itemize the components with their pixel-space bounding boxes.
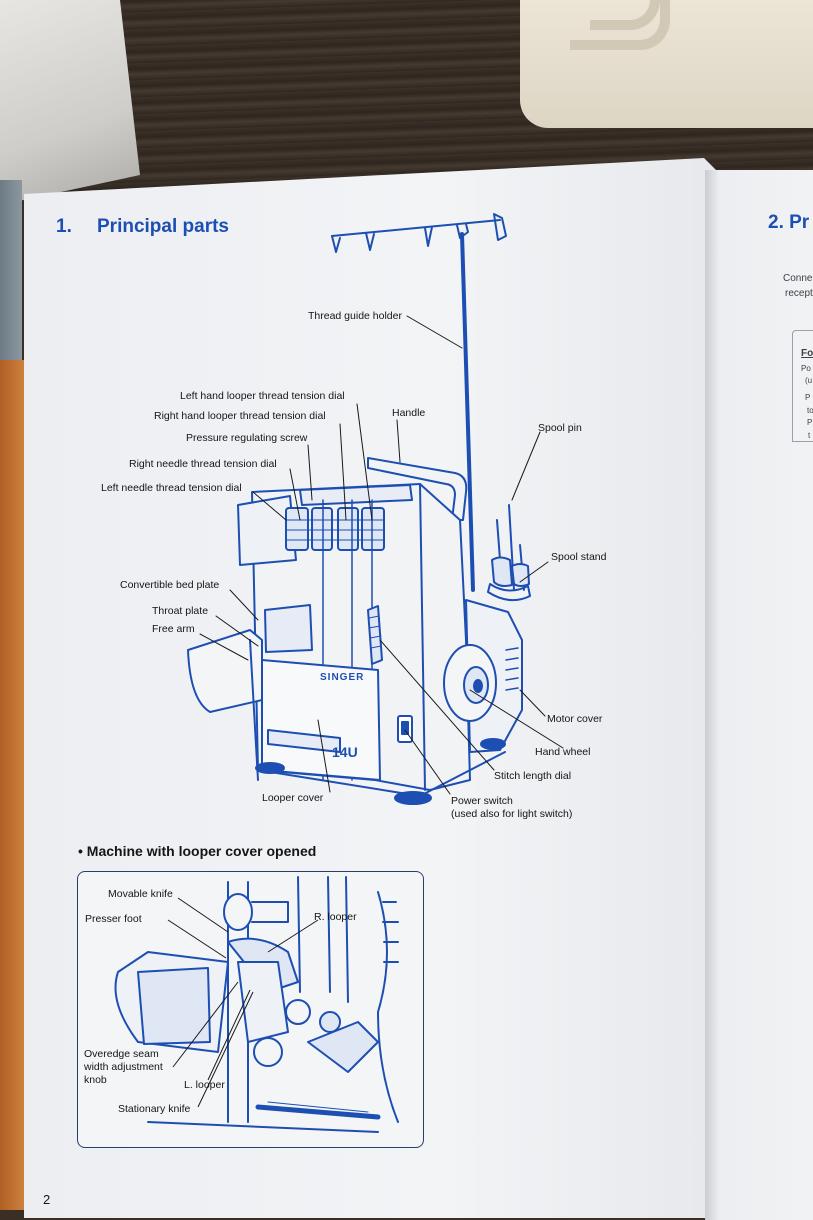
label-left-looper-tension: Left hand looper thread tension dial: [180, 390, 345, 402]
label-right-looper-tension: Right hand looper thread tension dial: [154, 410, 326, 422]
next-page-box-text: (u: [805, 376, 813, 385]
next-page-text-line: Conne: [783, 273, 813, 284]
leader-lines: [199, 315, 564, 795]
next-page-box-text: P: [807, 418, 813, 427]
label-spool-stand: Spool stand: [551, 551, 607, 563]
label-l-looper: L. looper: [184, 1079, 225, 1091]
label-hand-wheel: Hand wheel: [535, 746, 591, 758]
label-movable-knife: Movable knife: [108, 888, 173, 900]
thread-guide-holder-drawing: [331, 213, 507, 592]
next-page-text-line: recept: [785, 288, 813, 299]
page-number: 2: [43, 1192, 51, 1207]
label-throat-plate: Throat plate: [152, 605, 209, 617]
label-motor-cover: Motor cover: [547, 713, 603, 725]
label-stationary-knife: Stationary knife: [118, 1103, 191, 1115]
bullet-icon: •: [78, 843, 83, 859]
next-page-box-text: t: [808, 431, 811, 440]
label-overedge-line3: knob: [84, 1074, 107, 1086]
label-looper-cover: Looper cover: [262, 792, 324, 804]
paper-sheet-corner: [0, 0, 140, 205]
label-thread-guide-holder: Thread guide holder: [308, 310, 402, 322]
label-free-arm: Free arm: [152, 623, 195, 635]
label-convertible-bed-plate: Convertible bed plate: [120, 579, 220, 591]
section-number: 1.: [56, 216, 72, 237]
spool-stand-drawing: [487, 504, 531, 602]
page-shadow-left: [0, 180, 22, 410]
label-pressure-screw: Pressure regulating screw: [186, 432, 308, 444]
inset-title: • Machine with looper cover opened: [78, 843, 317, 859]
label-stitch-length-dial: Stitch length dial: [494, 770, 572, 782]
label-overedge-line2: width adjustment: [84, 1061, 163, 1073]
next-page-box-text: to: [807, 406, 813, 415]
label-spool-pin: Spool pin: [538, 422, 582, 434]
label-r-looper: R. looper: [314, 911, 357, 923]
label-overedge-line1: Overedge seam: [84, 1048, 159, 1060]
label-power-switch: Power switch: [451, 795, 513, 807]
next-section-heading: 2. Pr: [768, 212, 810, 233]
label-presser-foot: Presser foot: [85, 913, 142, 925]
looper-detail-drawing: [114, 876, 399, 1133]
next-page-box-text: Fo: [801, 348, 813, 359]
manual-page-right: [705, 170, 813, 1220]
next-page-box: [792, 330, 813, 442]
model-plate: 14U: [332, 744, 358, 760]
label-right-needle-tension: Right needle thread tension dial: [129, 458, 277, 470]
section-heading: 1. Principal parts: [56, 216, 229, 238]
label-handle: Handle: [392, 407, 426, 419]
label-power-switch-note: (used also for light switch): [451, 808, 573, 820]
machine-body-drawing: [187, 483, 523, 805]
next-page-box-text: P: [805, 393, 811, 402]
brand-plate: SINGER: [320, 672, 364, 683]
machine-housing-background: [520, 0, 813, 128]
inset-diagram-frame: Movable knife Presser foot R. looper Ove…: [77, 871, 424, 1148]
next-page-box-text: Po: [801, 364, 811, 373]
section-title: Principal parts: [97, 216, 229, 237]
label-left-needle-tension: Left needle thread tension dial: [101, 482, 242, 494]
